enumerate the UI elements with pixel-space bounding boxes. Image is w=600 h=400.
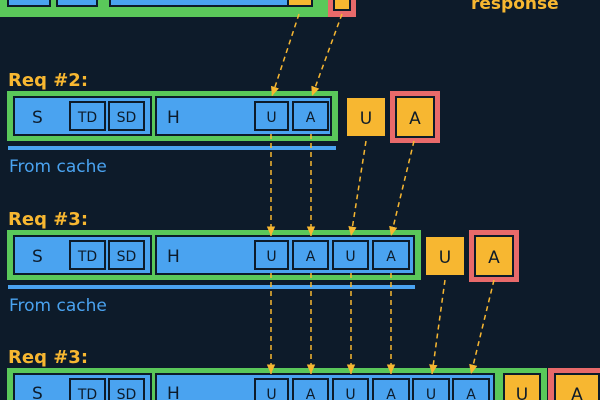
row2-sd-box: [108, 101, 145, 131]
row4-user-text: U: [516, 385, 528, 400]
row3-u1-text: U: [266, 249, 276, 265]
response-label: response: [471, 0, 559, 14]
row1-user-fragment: [287, 0, 313, 7]
row1-td-fragment: [7, 0, 51, 7]
arrows: [266, 13, 495, 375]
row3-user-text: U: [439, 248, 451, 268]
row4-system-text: S: [32, 384, 43, 400]
row3-td-text: TD: [77, 249, 97, 265]
row2-user-text: U: [360, 109, 372, 129]
arrow-6: [389, 140, 415, 237]
row4-assistant-text: A: [571, 385, 583, 400]
row3-a1-box: [292, 240, 329, 270]
row4-u2-text: U: [345, 387, 355, 400]
row3-td-box: [69, 240, 106, 270]
row3-system-text: S: [32, 247, 43, 267]
row4-a2-box: [372, 378, 410, 400]
row4-a3-text: A: [466, 387, 476, 400]
row2-sd-text: SD: [117, 110, 137, 126]
row2-u1-box: [254, 101, 289, 131]
arrow-12: [469, 279, 495, 375]
row3-a2-text: A: [386, 249, 396, 265]
row3-a2-box: [372, 240, 410, 270]
row3-a1-text: A: [306, 249, 316, 265]
row3-u2-box: [332, 240, 369, 270]
row4-u2-box: [332, 378, 369, 400]
row4-assistant-block: [554, 373, 600, 400]
row4-u3-text: U: [426, 387, 436, 400]
row2-assistant-block: [395, 96, 435, 138]
row3-sd-text: SD: [117, 249, 137, 265]
row4-sd-box: [108, 378, 145, 400]
row2-user-block: [345, 96, 387, 138]
row1-sd-fragment: [56, 0, 98, 7]
arrow-1: [270, 13, 300, 97]
arrow-2: [311, 13, 343, 97]
row4-td-text: TD: [77, 387, 97, 400]
row1-assistant-fragment: [333, 0, 351, 11]
row3-history-text: H: [167, 247, 180, 267]
row4-a1-text: A: [306, 387, 316, 400]
from-cache-label-2: From cache: [9, 296, 107, 316]
arrow-11: [429, 279, 446, 375]
row-req2: S TD SD H U A U A: [7, 91, 440, 150]
row-req3-first: S TD SD H U A U A U A: [7, 230, 519, 289]
row4-td-box: [69, 378, 106, 400]
row2-system-text: S: [32, 108, 43, 128]
row4-u3-box: [412, 378, 450, 400]
row4-user-block: [503, 373, 541, 400]
row4-a3-box: [452, 378, 490, 400]
req2-label: Req #2:: [8, 70, 89, 91]
row4-history-text: H: [167, 384, 180, 400]
row4-a2-text: A: [386, 387, 396, 400]
arrow-5: [348, 140, 367, 237]
row-req1: [0, 0, 356, 17]
row2-a1-box: [292, 101, 329, 131]
req3-label-1: Req #3:: [8, 209, 89, 230]
row4-u1-box: [254, 378, 289, 400]
row3-assistant-block: [474, 235, 514, 277]
row3-u2-text: U: [345, 249, 355, 265]
from-cache-label-1: From cache: [9, 157, 107, 177]
row2-cache-line: [8, 146, 336, 150]
row4-u1-text: U: [266, 387, 276, 400]
row-req3-second: S TD SD H U A U A U A U A: [7, 368, 600, 400]
row4-a1-box: [292, 378, 329, 400]
row1-history-fragment: [109, 0, 311, 7]
row2-history-text: H: [167, 108, 180, 128]
row3-user-block: [424, 235, 466, 277]
row2-td-box: [69, 101, 106, 131]
req3-label-2: Req #3:: [8, 347, 89, 368]
row3-assistant-text: A: [488, 248, 500, 268]
row3-u1-box: [254, 240, 289, 270]
row2-td-text: TD: [77, 110, 97, 126]
row4-sd-text: SD: [117, 387, 137, 400]
row3-cache-line: [8, 285, 415, 289]
row3-sd-box: [108, 240, 145, 270]
row2-a1-text: A: [306, 110, 316, 126]
row2-u1-text: U: [266, 110, 276, 126]
row2-assistant-text: A: [409, 109, 421, 129]
